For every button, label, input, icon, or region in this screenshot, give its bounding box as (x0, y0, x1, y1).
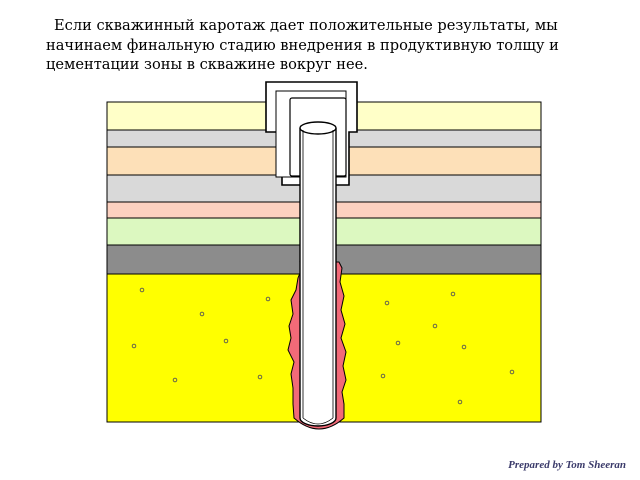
sand-grain (257, 374, 263, 380)
sand-grain (131, 343, 137, 349)
sand-grain (461, 344, 467, 350)
caption-text: Если скважинный каротаж дает положительн… (46, 17, 559, 73)
sand-grain (265, 296, 271, 302)
sand-grain (450, 291, 456, 297)
sand-grain (223, 338, 229, 344)
sand-grain (509, 369, 515, 375)
pipe-top-opening (299, 121, 337, 135)
sand-grain (384, 300, 390, 306)
sand-grain (432, 323, 438, 329)
sand-grains (131, 287, 515, 405)
production-pipe (299, 128, 337, 427)
sand-grain (172, 377, 178, 383)
sand-grain (199, 311, 205, 317)
sand-grain (395, 340, 401, 346)
pipe-bottom-rim (302, 417, 334, 425)
sand-grain (139, 287, 145, 293)
sand-grain (457, 399, 463, 405)
sand-grain (380, 373, 386, 379)
author-credit: Prepared by Tom Sheeran (508, 459, 626, 471)
